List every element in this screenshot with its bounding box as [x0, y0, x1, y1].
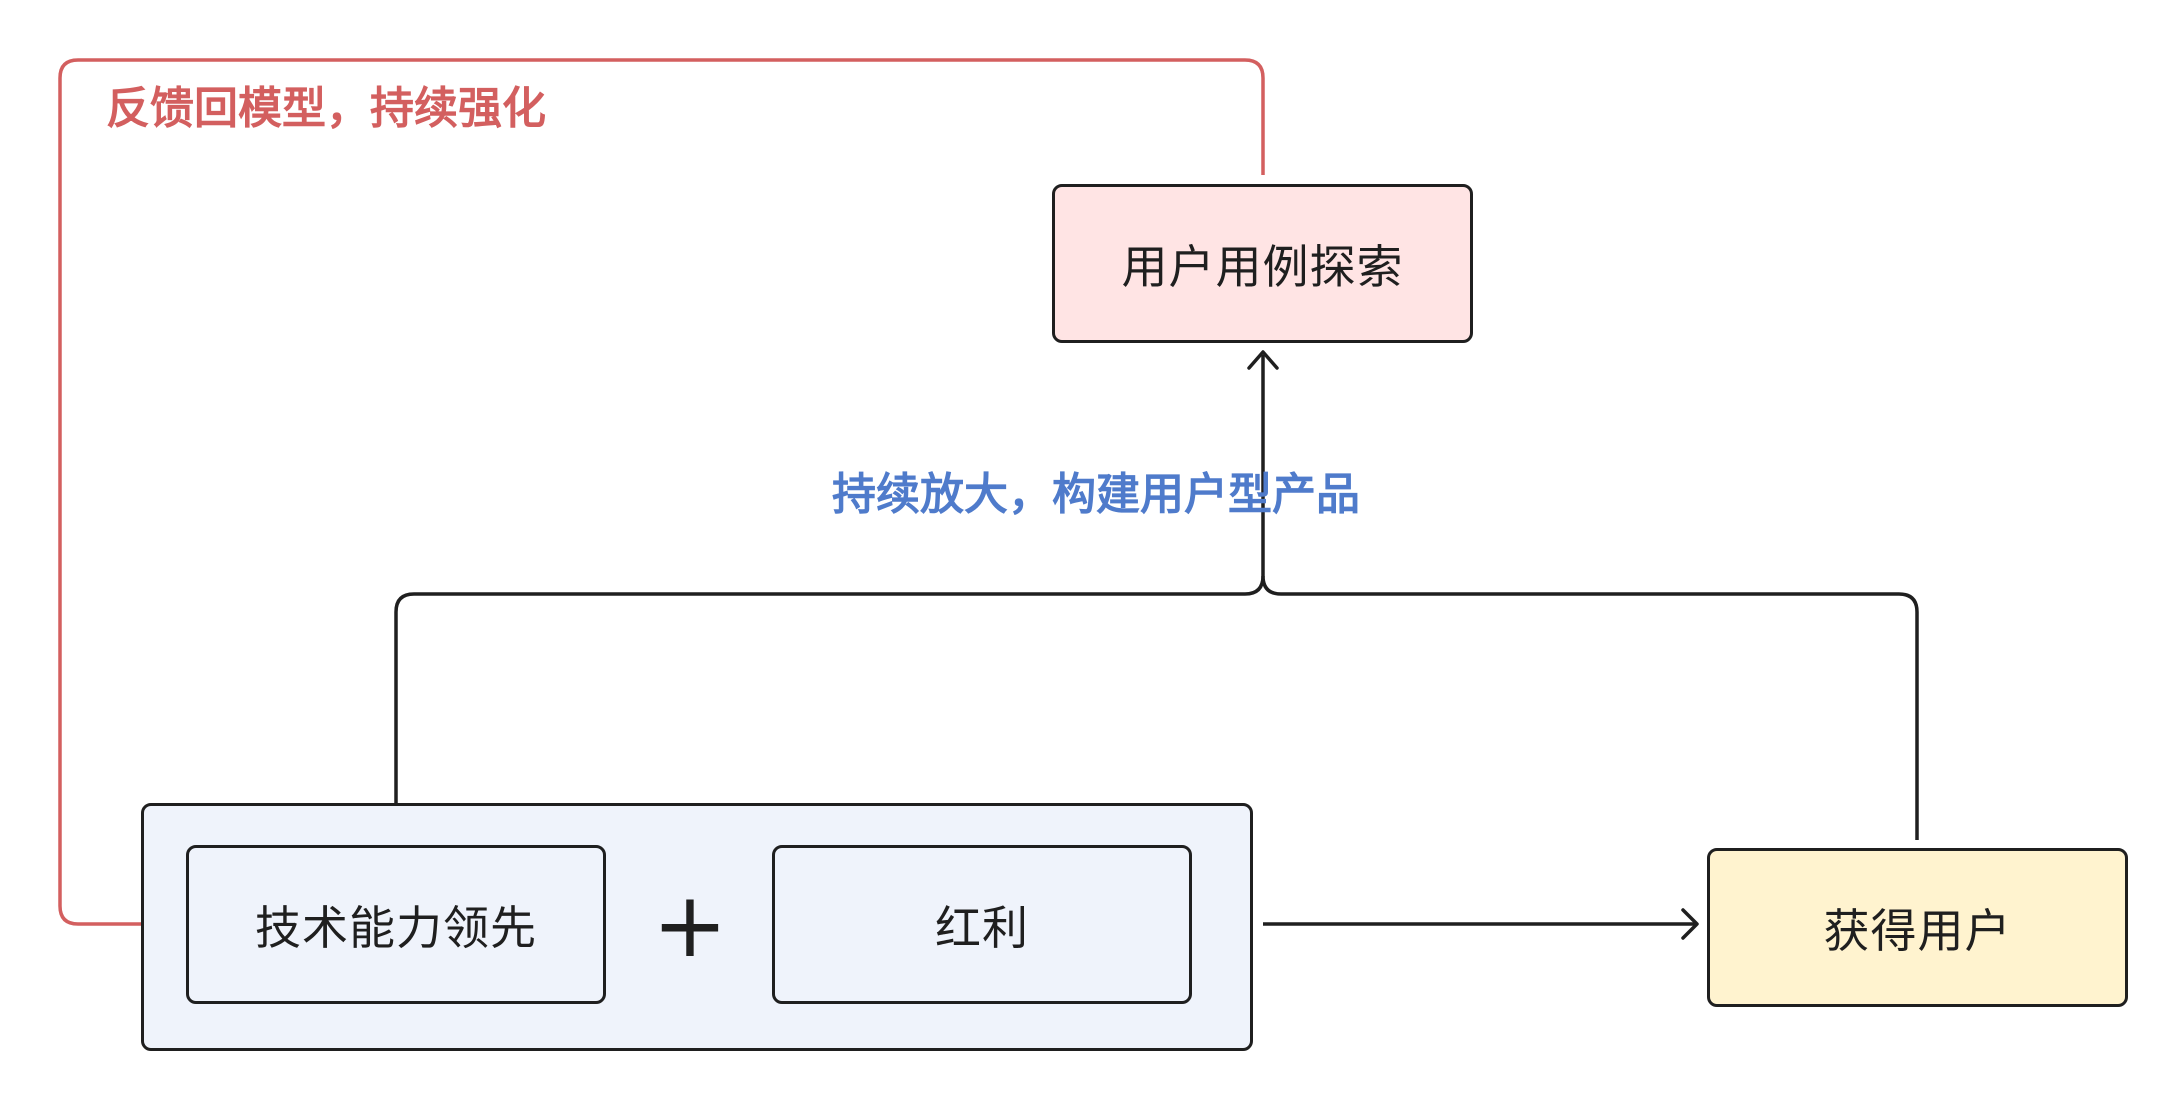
node-bonus-label: 红利 [935, 900, 1029, 955]
node-bonus[interactable]: 红利 [772, 845, 1192, 1004]
users-arrowhead [1681, 908, 1699, 940]
node-tech-leadership-label: 技术能力领先 [255, 900, 537, 955]
node-tech-leadership[interactable]: 技术能力领先 [186, 845, 606, 1004]
node-user-usecase-label: 用户用例探索 [1121, 239, 1404, 294]
node-acquire-users-label: 获得用户 [1823, 903, 2012, 958]
feedback-loop-arrow [58, 58, 1265, 926]
node-user-usecase[interactable]: 用户用例探索 [1052, 184, 1473, 343]
feedback-label: 反馈回模型，持续强化 [106, 83, 546, 134]
amplify-label: 持续放大，构建用户型产品 [832, 469, 1360, 520]
users-to-usecase-connector [1261, 575, 1919, 840]
plus-operator: + [652, 872, 728, 978]
node-acquire-users[interactable]: 获得用户 [1707, 848, 2128, 1007]
tech-to-usecase-connector [394, 355, 1265, 838]
usecase-arrowhead [1247, 350, 1279, 370]
